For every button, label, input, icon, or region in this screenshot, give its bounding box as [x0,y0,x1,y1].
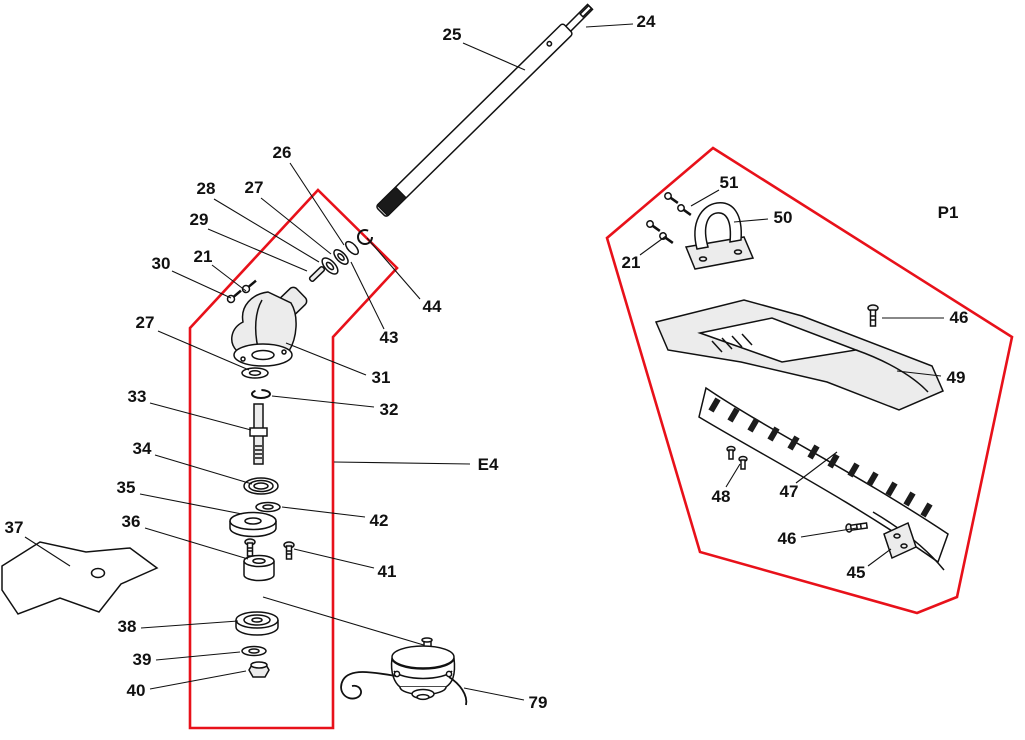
part-label-27b: 27 [135,313,155,332]
lock-nut-40 [248,661,270,678]
part-label-46b: 46 [777,529,797,548]
part-label-47: 47 [779,482,799,501]
part-label-24: 24 [636,12,656,31]
dust-cup-38 [235,611,279,636]
part-label-44: 44 [422,297,442,316]
spacer-36 [243,554,275,582]
gear-head-housing [231,286,308,367]
region-label-e4: E4 [477,455,499,474]
part-label-26: 26 [272,143,292,162]
part-label-30: 30 [151,254,171,273]
drive-pin-29 [308,266,326,282]
guard-comb-47 [698,386,949,571]
part-label-50: 50 [773,208,793,227]
part-label-43: 43 [379,328,399,347]
blade-bracket-45 [883,521,917,560]
drive-shaft [376,3,594,217]
part-label-79: 79 [528,693,548,712]
part-label-25: 25 [442,25,462,44]
part-label-37: 37 [4,518,24,537]
washer-39 [241,645,267,657]
spindle-stack [229,367,295,678]
part-label-46a: 46 [949,308,969,327]
shaft-fittings [308,229,373,282]
part-label-33: 33 [127,387,147,406]
part-label-36: 36 [121,512,141,531]
part-label-21a: 21 [193,247,213,266]
part-label-51: 51 [719,173,739,192]
part-label-35: 35 [116,478,136,497]
part-label-34: 34 [132,439,152,458]
spindle-shaft-33 [249,403,268,465]
head-mount-line [262,596,428,647]
trimmer-line-right [448,676,468,706]
bearing-34 [243,477,279,495]
part-label-28: 28 [196,179,216,198]
screw-46-bottom [845,522,869,533]
part-label-29: 29 [189,210,209,229]
bolt-41-left [244,538,256,557]
part-label-49: 49 [946,368,966,387]
trimmer-head-79 [340,637,468,706]
screw-46-top [867,304,879,327]
part-label-27a: 27 [244,178,264,197]
leader-lines [24,23,944,701]
gear-head-screws [226,279,257,304]
cutting-blade-37 [1,541,159,615]
guard-top-plate-49 [654,299,944,411]
clamp-screws [646,192,692,244]
part-label-39: 39 [132,650,152,669]
bolt-41-right [283,541,295,560]
part-label-48: 48 [711,487,731,506]
handle-clamp-50 [684,202,755,270]
part-label-32: 32 [379,400,399,419]
part-label-42: 42 [369,511,389,530]
washer-42 [255,501,281,513]
region-outlines [188,146,1014,730]
part-label-21b: 21 [621,253,641,272]
guard-bolts-48 [726,445,748,470]
part-label-38: 38 [117,617,137,636]
part-label-45: 45 [846,563,866,582]
e4-region-outline [188,188,399,730]
snap-clip-44 [357,229,373,245]
part-label-41: 41 [377,562,397,581]
p1-region-outline [605,146,1014,615]
part-label-31: 31 [371,368,391,387]
snap-ring-32 [251,389,271,399]
spring-washer-43 [344,240,360,256]
washer-27 [241,367,269,379]
shaft-tube-25 [376,23,573,217]
cup-washer-35 [229,511,277,538]
trimmer-line-left [340,671,397,700]
region-label-p1: P1 [937,203,959,222]
part-label-40: 40 [126,681,146,700]
